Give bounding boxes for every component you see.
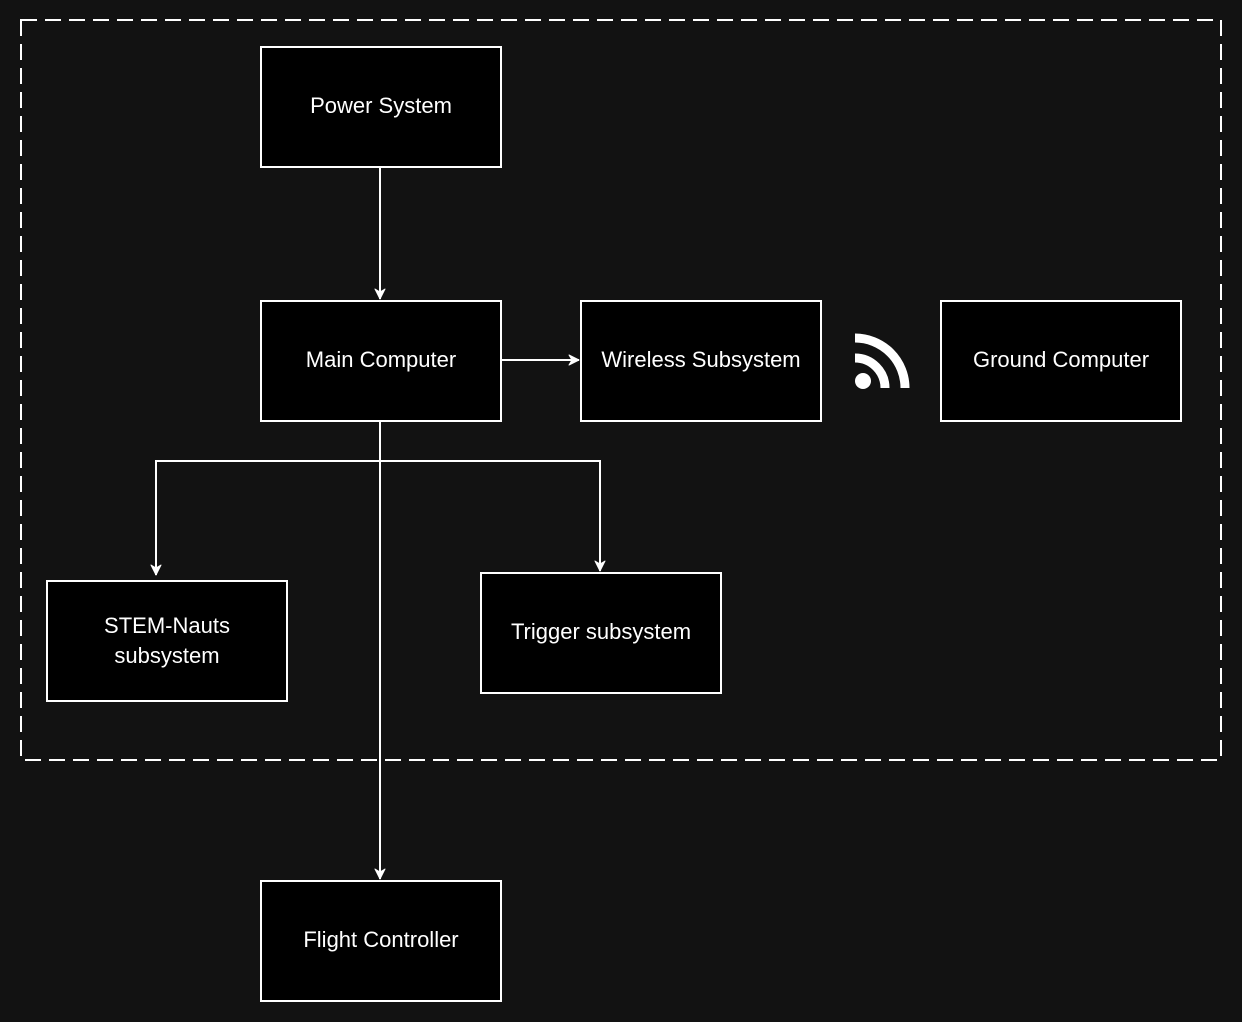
- node-power-system-box: [260, 46, 502, 168]
- node-stem-nauts-subsystem-label-line1: STEM-Nauts: [104, 613, 230, 638]
- node-flight-controller-box: [260, 880, 502, 1002]
- node-stem-nauts-subsystem[interactable]: STEM-Nauts subsystem: [46, 580, 288, 702]
- node-flight-controller-label: Flight Controller: [303, 927, 458, 952]
- node-ground-computer[interactable]: Ground Computer: [940, 300, 1182, 422]
- node-ground-computer-box: [940, 300, 1182, 422]
- node-main-computer[interactable]: Main Computer: [260, 300, 502, 422]
- node-wireless-subsystem-box: [580, 300, 822, 422]
- node-stem-nauts-subsystem-box: [46, 580, 288, 702]
- node-wireless-subsystem-label: Wireless Subsystem: [601, 347, 800, 372]
- node-main-computer-label: Main Computer: [306, 347, 456, 372]
- node-trigger-subsystem[interactable]: Trigger subsystem: [480, 572, 722, 694]
- node-power-system[interactable]: Power System: [260, 46, 502, 168]
- node-trigger-subsystem-box: [480, 572, 722, 694]
- node-stem-nauts-subsystem-label-line2: subsystem: [114, 643, 219, 668]
- node-power-system-label: Power System: [310, 93, 452, 118]
- edge-main-to-trigger: [380, 460, 606, 572]
- node-flight-controller[interactable]: Flight Controller: [260, 880, 502, 1002]
- node-wireless-subsystem[interactable]: Wireless Subsystem: [580, 300, 822, 422]
- node-ground-computer-label: Ground Computer: [973, 347, 1149, 372]
- edge-main-to-stem: [150, 460, 380, 576]
- rss-feed-icon: [854, 333, 910, 389]
- node-trigger-subsystem-label: Trigger subsystem: [511, 619, 691, 644]
- node-main-computer-box: [260, 300, 502, 422]
- system-boundary: [20, 19, 1222, 761]
